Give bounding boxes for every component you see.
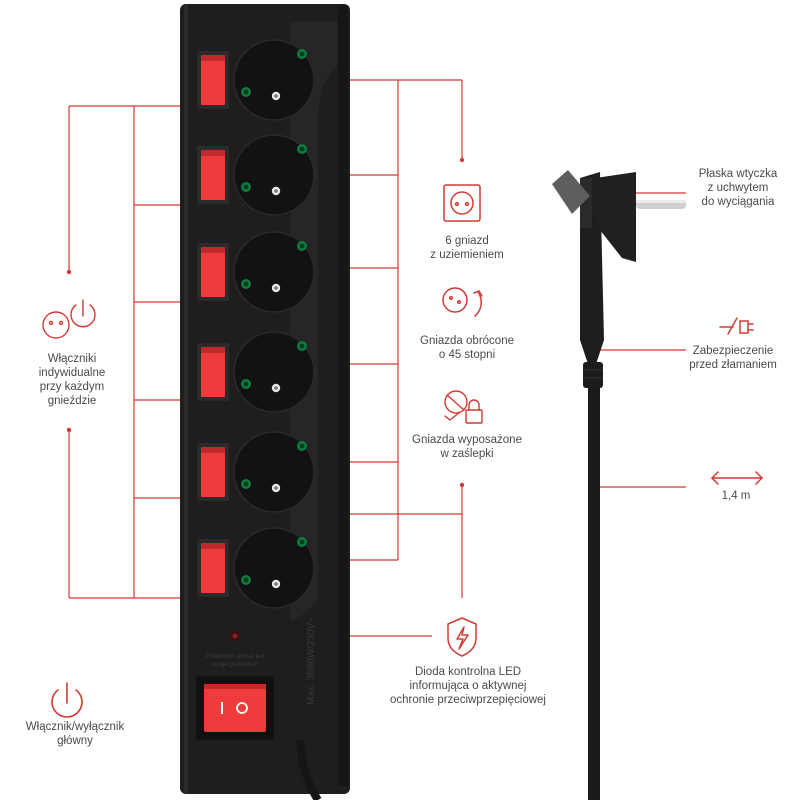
label-line: Gniazda obrócone <box>420 335 514 347</box>
label-line: gnieździe <box>47 395 97 407</box>
label-line: Włączniki <box>47 353 97 365</box>
label-line: Dioda kontrolna LED <box>414 666 522 678</box>
double-arrow-icon <box>710 471 764 485</box>
shield-lightning-icon <box>447 617 477 657</box>
socket-switch-3[interactable] <box>197 243 229 301</box>
cable-length-label: 1,4 m <box>700 489 772 503</box>
six-sockets-label: 6 gniazd z uziemieniem <box>402 234 532 262</box>
label-line: ochronie przeciwprzepięciowej <box>390 694 546 706</box>
rating-text: Max. 3680W/230V~ <box>306 617 317 705</box>
socket-switch-1[interactable] <box>197 51 229 109</box>
socket-1 <box>233 39 315 121</box>
led-caption-1: Protection active led <box>206 653 265 660</box>
label-line: w zaślepki <box>440 448 494 460</box>
socket-6 <box>233 527 315 609</box>
power-icon <box>51 682 83 718</box>
socket-switch-6[interactable] <box>197 539 229 597</box>
socket-switch-2[interactable] <box>197 146 229 204</box>
socket-2 <box>233 134 315 216</box>
label-line: 1,4 m <box>721 490 751 502</box>
socket-5 <box>233 431 315 513</box>
label-line: przy każdym <box>39 381 105 393</box>
label-line: Zabezpieczenie <box>692 345 774 357</box>
main-switch[interactable] <box>196 676 274 740</box>
led-label: Dioda kontrolna LED informująca o aktywn… <box>378 665 558 707</box>
socket-4 <box>233 331 315 413</box>
broken-plug-icon <box>719 317 754 335</box>
label-line: o 45 stopni <box>438 349 496 361</box>
label-line: do wyciągania <box>701 196 775 208</box>
break-protection-label: Zabezpieczenie przed złamaniem <box>668 344 798 372</box>
label-line: główny <box>57 735 93 747</box>
label-line: 6 gniazd <box>445 235 489 247</box>
label-line: informująca o aktywnej <box>409 680 527 692</box>
socket-power-icon <box>42 299 96 339</box>
led-caption-2: surge protection <box>212 661 259 668</box>
label-line: przed złamaniem <box>689 359 777 371</box>
grounded-socket-icon <box>443 184 481 222</box>
label-line: Włącznik/wyłącznik <box>25 721 125 733</box>
socket-switch-4[interactable] <box>197 343 229 401</box>
main-switch-label: Włącznik/wyłącznik główny <box>0 720 150 748</box>
plug-cable <box>552 170 686 800</box>
socket-switch-5[interactable] <box>197 443 229 501</box>
label-line: Płaska wtyczka <box>698 168 778 180</box>
strip-cable <box>296 739 322 800</box>
label-line: Gniazda wyposażone <box>412 434 522 446</box>
shutters-label: Gniazda wyposażone w zaślepki <box>392 433 542 461</box>
socket-3 <box>233 231 315 313</box>
flat-plug-label: Płaska wtyczka z uchwytem do wyciągania <box>678 167 798 209</box>
rotate-socket-icon <box>442 287 483 317</box>
label-line: z uziemieniem <box>430 249 504 261</box>
individual-switches-label: Włączniki indywidualne przy każdym gnieź… <box>22 352 122 408</box>
label-line: indywidualne <box>38 367 106 379</box>
child-lock-icon <box>444 390 483 424</box>
rotated-sockets-label: Gniazda obrócone o 45 stopni <box>392 334 542 362</box>
label-line: z uchwytem <box>707 182 769 194</box>
